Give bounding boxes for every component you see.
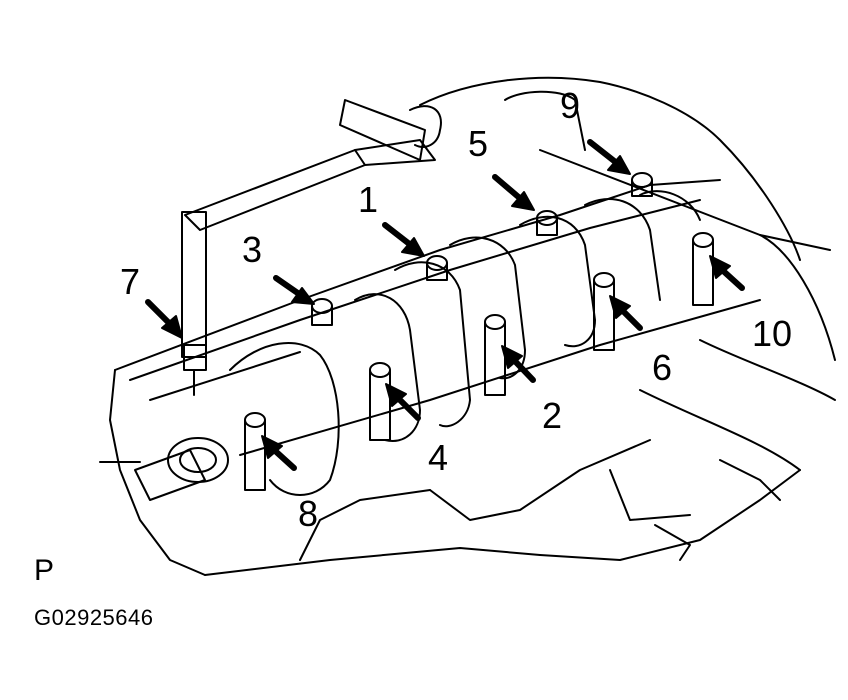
arrow-5 [492, 174, 535, 211]
bolt-9 [631, 172, 653, 197]
bolt-1 [426, 255, 448, 281]
arrow-3 [273, 275, 315, 305]
callout-5: 5 [468, 123, 489, 164]
figure-id: G02925646 [34, 605, 154, 630]
callout-1: 1 [358, 179, 379, 220]
arrow-1 [382, 222, 425, 257]
bolt-6 [593, 272, 615, 351]
arrow-7 [145, 299, 183, 339]
torque-wrench [181, 99, 442, 396]
callout-8: 8 [298, 493, 319, 534]
callout-6: 6 [652, 347, 673, 388]
bolt-5 [536, 210, 558, 236]
bolt-10 [692, 232, 714, 306]
callout-9: 9 [560, 85, 581, 126]
callout-3: 3 [242, 229, 263, 270]
arrow-10 [709, 255, 745, 291]
callout-4: 4 [428, 437, 449, 478]
crankshaft [99, 190, 701, 501]
arrow-4 [385, 383, 421, 421]
arrow-9 [587, 139, 631, 175]
arrow-2 [501, 345, 536, 383]
bolt-3 [311, 298, 333, 326]
bolt-8 [244, 412, 266, 491]
callout-2: 2 [542, 395, 563, 436]
pointer-arrows [145, 139, 745, 471]
lower-block-outline [109, 179, 801, 576]
bolt-2 [484, 314, 506, 396]
upper-engine-outline [419, 76, 836, 471]
arrow-8 [261, 435, 297, 471]
bearing-cap-bolts [244, 172, 714, 491]
bolt-4 [369, 362, 391, 441]
corner-letter: P [34, 554, 55, 587]
callout-7: 7 [120, 261, 141, 302]
arrow-6 [609, 295, 643, 331]
callout-10: 10 [752, 313, 793, 354]
